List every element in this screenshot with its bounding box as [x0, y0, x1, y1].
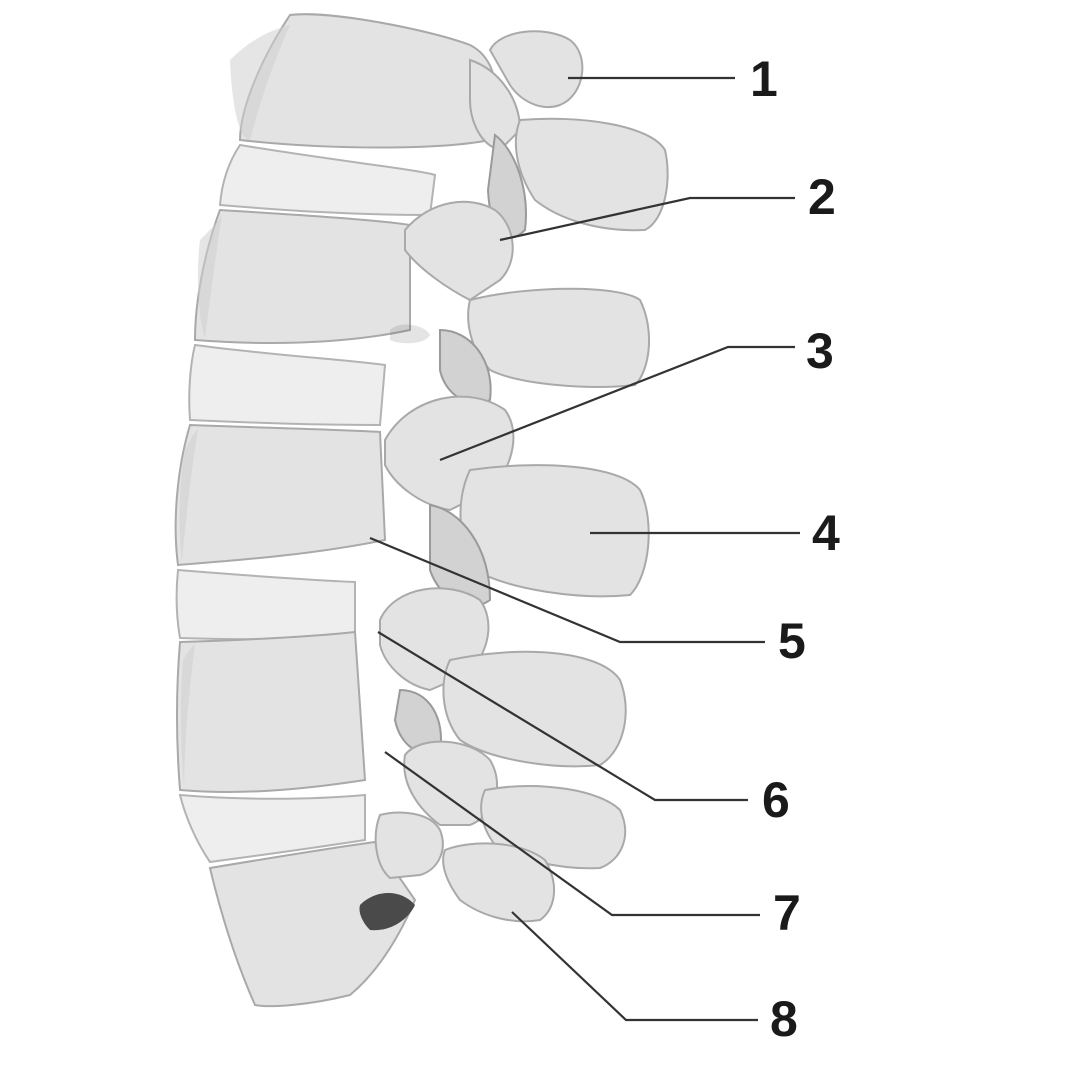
label-4: 4: [812, 505, 840, 561]
spinal-canal-opening: [359, 892, 415, 931]
leader-line-6: [377, 631, 748, 802]
leader-line-5: [369, 536, 765, 644]
vertebra-2: [193, 200, 651, 405]
vertebra-3: [174, 395, 650, 607]
leader-lines: [369, 76, 800, 1022]
intervertebral-disc-2: [188, 343, 387, 427]
intervertebral-disc-1: [218, 143, 437, 217]
leader-line-7: [384, 751, 760, 917]
label-5: 5: [778, 613, 806, 669]
label-1: 1: [750, 51, 778, 107]
leader-line-8: [511, 911, 758, 1022]
vertebra-4: [176, 587, 627, 793]
intervertebral-disc-3: [175, 568, 356, 641]
intervertebral-disc-4: [178, 793, 366, 864]
label-7: 7: [773, 885, 801, 941]
label-6: 6: [762, 772, 790, 828]
label-8: 8: [770, 991, 798, 1047]
leader-line-3: [439, 345, 795, 462]
label-3: 3: [806, 323, 834, 379]
label-2: 2: [808, 169, 836, 225]
leader-line-2: [499, 196, 795, 242]
